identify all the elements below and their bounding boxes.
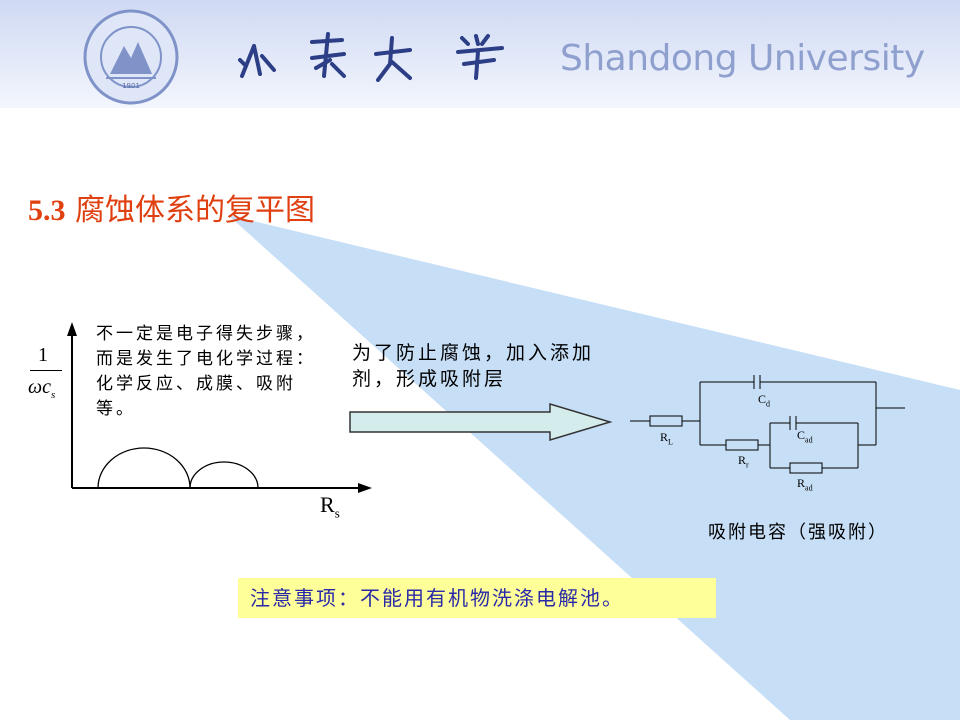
section-number: 5.3	[28, 194, 66, 227]
label-cad: Cad	[797, 428, 813, 445]
plot-note: 不一定是电子得失步骤，而是发生了电化学过程：化学反应、成膜、吸附等。	[96, 324, 316, 419]
impedance-arc-1	[97, 447, 191, 489]
right-arrow	[349, 402, 613, 442]
arrow-caption: 为了防止腐蚀，加入添加剂，形成吸附层	[352, 342, 595, 390]
y-axis-label-fraction-bar	[30, 370, 62, 371]
svg-text:1901: 1901	[122, 82, 140, 90]
circuit-caption: 吸附电容（强吸附）	[708, 522, 888, 543]
university-name: Shandong University	[560, 38, 925, 79]
x-axis-label: Rs	[320, 492, 340, 521]
label-rl: RL	[660, 430, 673, 447]
nyquist-plot	[67, 322, 372, 493]
equivalent-circuit	[630, 375, 905, 474]
page-title: 5.3 腐蚀体系的复平图	[28, 185, 315, 229]
x-axis-arrowhead	[358, 483, 372, 493]
y-axis-label-numerator: 1	[38, 344, 48, 366]
resistor-rl	[649, 415, 683, 427]
section-title: 腐蚀体系的复平图	[75, 193, 316, 228]
warning-note: 注意事项：不能用有机物洗涤电解池。	[238, 578, 716, 618]
resistor-rr	[725, 439, 759, 451]
y-axis-arrowhead	[67, 322, 77, 336]
label-rad: Rad	[797, 476, 813, 493]
university-seal-logo: 1901	[83, 9, 179, 105]
resistor-rad	[789, 462, 823, 474]
label-cd: Cd	[758, 392, 771, 409]
label-rr: Rr	[738, 453, 749, 470]
calligraphy-logo	[238, 32, 504, 82]
impedance-arc-2	[189, 461, 259, 489]
y-axis-label-denominator: ωcs	[28, 376, 56, 401]
